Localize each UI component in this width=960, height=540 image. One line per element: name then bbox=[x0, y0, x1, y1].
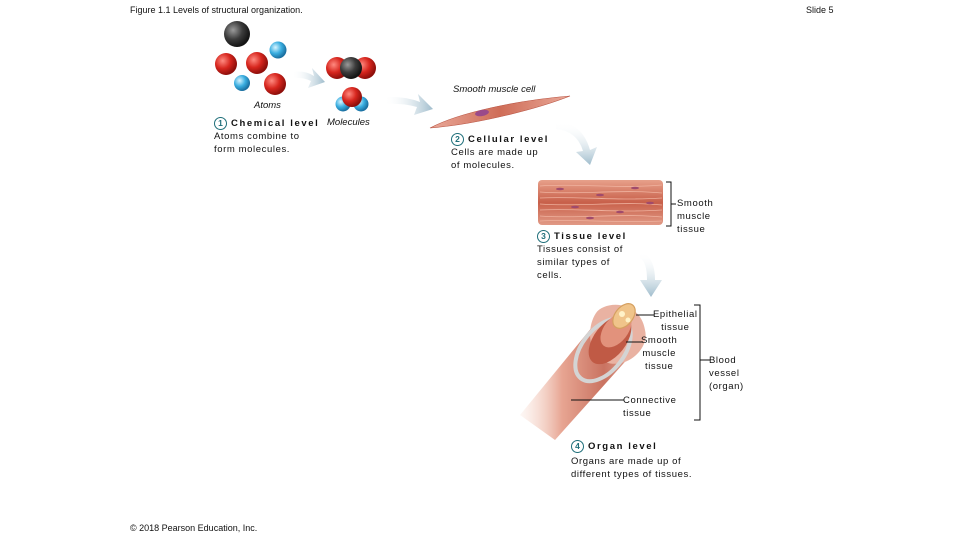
hydrogen-atom bbox=[234, 75, 250, 91]
hydrogen-atom bbox=[269, 41, 287, 59]
arrow-tissue-to-organ bbox=[640, 252, 662, 297]
organ-bracket bbox=[694, 304, 710, 421]
slide-number: Slide 5 bbox=[806, 5, 834, 15]
level-number-badge: 1 bbox=[214, 117, 227, 130]
smooth-muscle-tissue-label: Smooth muscle tissue bbox=[677, 197, 713, 236]
smooth-muscle-cell-illustration bbox=[429, 95, 571, 129]
oxygen-atom bbox=[246, 52, 268, 74]
label-line: (organ) bbox=[709, 381, 744, 392]
figure-title: Figure 1.1 Levels of structural organiza… bbox=[130, 5, 303, 15]
organ-level-title: Organ level bbox=[588, 441, 658, 453]
label-line: Epithelial bbox=[653, 309, 698, 320]
label-line: Connective bbox=[623, 395, 677, 406]
cell-nucleus bbox=[475, 109, 489, 117]
blood-vessel-label: Blood vessel (organ) bbox=[709, 354, 744, 393]
description-line: similar types of bbox=[537, 257, 610, 268]
label-line: tissue bbox=[661, 322, 690, 333]
arrow-molecules-to-cell bbox=[384, 94, 433, 115]
arrow-cell-to-tissue bbox=[556, 122, 597, 165]
organ-level-heading: 4 Organ level bbox=[571, 440, 657, 453]
chemical-level-title: Chemical level bbox=[231, 118, 320, 130]
tissue-level-heading: 3 Tissue level bbox=[537, 230, 627, 243]
description-line: form molecules. bbox=[214, 144, 291, 155]
atoms-illustration bbox=[215, 21, 287, 95]
atoms-label: Atoms bbox=[254, 100, 281, 111]
smooth-muscle-organ-label: Smooth muscle tissue bbox=[641, 334, 677, 373]
cellular-level-heading: 2 Cellular level bbox=[451, 133, 549, 146]
label-line: Blood bbox=[709, 355, 737, 366]
chemical-level-description: Atoms combine to form molecules. bbox=[214, 130, 300, 156]
description-line: Cells are made up bbox=[451, 147, 539, 158]
oxygen-atom bbox=[264, 73, 286, 95]
description-line: Organs are made up of bbox=[571, 456, 682, 467]
label-line: tissue bbox=[623, 408, 652, 419]
cellular-level-description: Cells are made up of molecules. bbox=[451, 146, 538, 172]
chemical-level-heading: 1 Chemical level bbox=[214, 117, 319, 130]
connective-tissue-label: Connective tissue bbox=[623, 394, 677, 420]
label-line: vessel bbox=[709, 368, 740, 379]
level-number-badge: 4 bbox=[571, 440, 584, 453]
description-line: Tissues consist of bbox=[537, 244, 623, 255]
oxygen-atom bbox=[215, 53, 237, 75]
oxygen-atom bbox=[342, 87, 362, 107]
label-line: tissue bbox=[677, 224, 706, 235]
molecules-label: Molecules bbox=[327, 117, 370, 128]
tissue-level-description: Tissues consist of similar types of cell… bbox=[537, 243, 623, 282]
description-line: different types of tissues. bbox=[571, 469, 693, 480]
smooth-muscle-tissue-illustration bbox=[538, 180, 663, 225]
label-line: muscle bbox=[677, 211, 711, 222]
carbon-atom bbox=[224, 21, 250, 47]
molecules-illustration bbox=[326, 57, 376, 112]
epithelial-tissue-label: Epithelial tissue bbox=[653, 308, 698, 334]
label-line: muscle bbox=[642, 348, 677, 359]
cellular-level-title: Cellular level bbox=[468, 134, 550, 146]
smooth-muscle-cell-label: Smooth muscle cell bbox=[453, 84, 536, 95]
level-number-badge: 3 bbox=[537, 230, 550, 243]
level-number-badge: 2 bbox=[451, 133, 464, 146]
blood-vessel-illustration bbox=[520, 303, 646, 440]
copyright-notice: © 2018 Pearson Education, Inc. bbox=[130, 523, 258, 533]
organ-level-description: Organs are made up of different types of… bbox=[571, 455, 692, 481]
arrow-atoms-to-molecules bbox=[292, 68, 325, 88]
tissue-bracket bbox=[666, 181, 676, 227]
label-line: tissue bbox=[644, 361, 674, 372]
label-line: Smooth bbox=[641, 335, 678, 346]
description-line: of molecules. bbox=[451, 160, 515, 171]
description-line: Atoms combine to bbox=[214, 131, 300, 142]
description-line: cells. bbox=[537, 270, 563, 281]
tissue-level-title: Tissue level bbox=[554, 231, 627, 243]
carbon-atom bbox=[340, 57, 362, 79]
label-line: Smooth bbox=[677, 198, 714, 209]
